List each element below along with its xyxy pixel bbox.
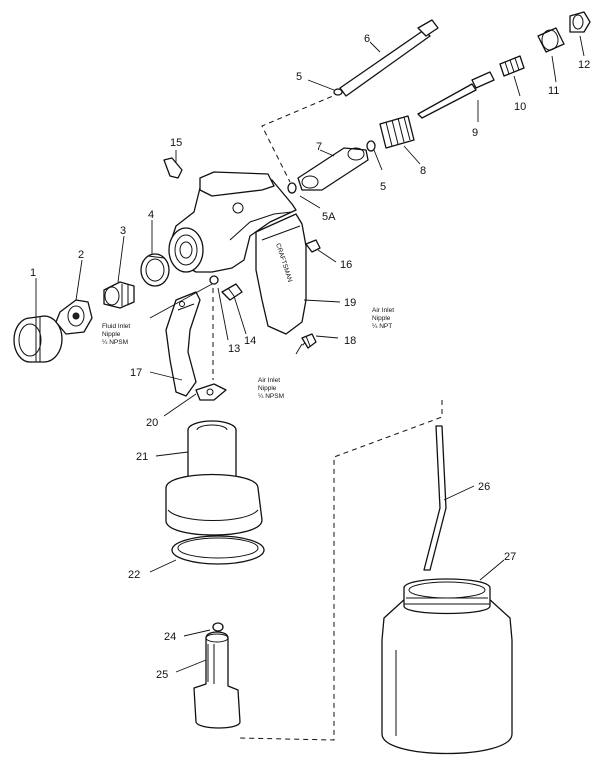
part-22-cup-gasket <box>171 535 265 565</box>
callout-27: 27 <box>504 551 516 563</box>
callout-4: 4 <box>148 209 154 221</box>
guide-line-cup <box>239 400 443 741</box>
callout-13: 13 <box>228 343 240 355</box>
callout-16: 16 <box>340 259 352 271</box>
part-21-cup-cover <box>165 420 263 536</box>
part-25-fitting <box>193 631 241 729</box>
callout-5-top: 5 <box>296 71 302 83</box>
part-16-screw <box>305 239 321 253</box>
note-fluid-inlet: Fluid Inlet Nipple ¼ NPSM <box>102 323 130 346</box>
callout-6: 6 <box>364 33 370 45</box>
svg-text:¼ NPT: ¼ NPT <box>372 323 392 330</box>
callout-21: 21 <box>136 451 148 463</box>
callout-25: 25 <box>156 669 168 681</box>
part-5A-washer <box>287 182 297 194</box>
callout-18: 18 <box>344 335 356 347</box>
part-7-packing <box>297 147 369 191</box>
callout-26: 26 <box>478 481 490 493</box>
callout-8: 8 <box>420 165 426 177</box>
callout-17: 17 <box>130 367 142 379</box>
note-air-inlet-npsm: Air Inlet Nipple ¼ NPSM <box>258 377 284 400</box>
callout-20: 20 <box>146 417 158 429</box>
part-5-o-ring-top <box>333 88 343 96</box>
part-27-cup-jar <box>381 578 513 755</box>
callout-14: 14 <box>244 335 256 347</box>
callout-24: 24 <box>164 631 176 643</box>
svg-text:Air Inlet: Air Inlet <box>258 377 280 384</box>
part-24-nut <box>212 622 224 632</box>
part-19-handle: CRAFTSMAN <box>255 213 307 335</box>
callout-5-mid: 5 <box>380 181 386 193</box>
guide-line-needle <box>261 92 341 183</box>
svg-text:Nipple: Nipple <box>102 331 121 338</box>
part-4-baffle <box>140 253 170 287</box>
callout-10: 10 <box>514 101 526 113</box>
svg-text:¼ NPSM: ¼ NPSM <box>258 393 284 400</box>
svg-text:Fluid Inlet: Fluid Inlet <box>102 323 130 330</box>
callout-11: 11 <box>548 85 559 97</box>
part-15-pin <box>163 157 183 179</box>
svg-text:Air Inlet: Air Inlet <box>372 307 394 314</box>
callout-1: 1 <box>30 267 36 279</box>
part-11-adjusting-nut <box>537 27 565 53</box>
callout-7: 7 <box>316 141 322 153</box>
note-air-inlet-npt: Air Inlet Nipple ¼ NPT <box>372 307 394 330</box>
part-5-o-ring-mid <box>366 140 376 152</box>
callout-15: 15 <box>170 137 182 149</box>
part-1-retaining-ring <box>13 315 63 363</box>
callout-22: 22 <box>128 569 140 581</box>
callout-2: 2 <box>78 249 84 261</box>
part-18-air-nipple <box>301 333 317 349</box>
part-2-air-cap <box>55 299 93 335</box>
callout-9: 9 <box>472 127 478 139</box>
callout-19: 19 <box>344 297 356 309</box>
part-14-valve <box>221 283 243 301</box>
part-9-fluid-needle <box>417 71 495 119</box>
part-8-spring <box>379 115 415 149</box>
part-12-cap <box>569 11 591 33</box>
part-17-trigger <box>165 291 201 397</box>
part-gun-body <box>168 171 297 273</box>
callout-5A: 5A <box>322 211 336 223</box>
part-6-needle-valve <box>339 19 439 97</box>
svg-text:Nipple: Nipple <box>372 315 391 322</box>
svg-text:Nipple: Nipple <box>258 385 277 392</box>
part-10-spring <box>499 55 525 77</box>
svg-text:¼ NPSM: ¼ NPSM <box>102 339 128 346</box>
callout-3: 3 <box>120 225 126 237</box>
part-3-fluid-tip <box>103 281 135 309</box>
callout-12: 12 <box>578 59 590 71</box>
part-20-gasket <box>195 383 227 401</box>
leader-lines <box>35 35 585 673</box>
part-26-siphon-tube <box>423 425 447 571</box>
part-13-fluid-nipple <box>209 275 219 285</box>
